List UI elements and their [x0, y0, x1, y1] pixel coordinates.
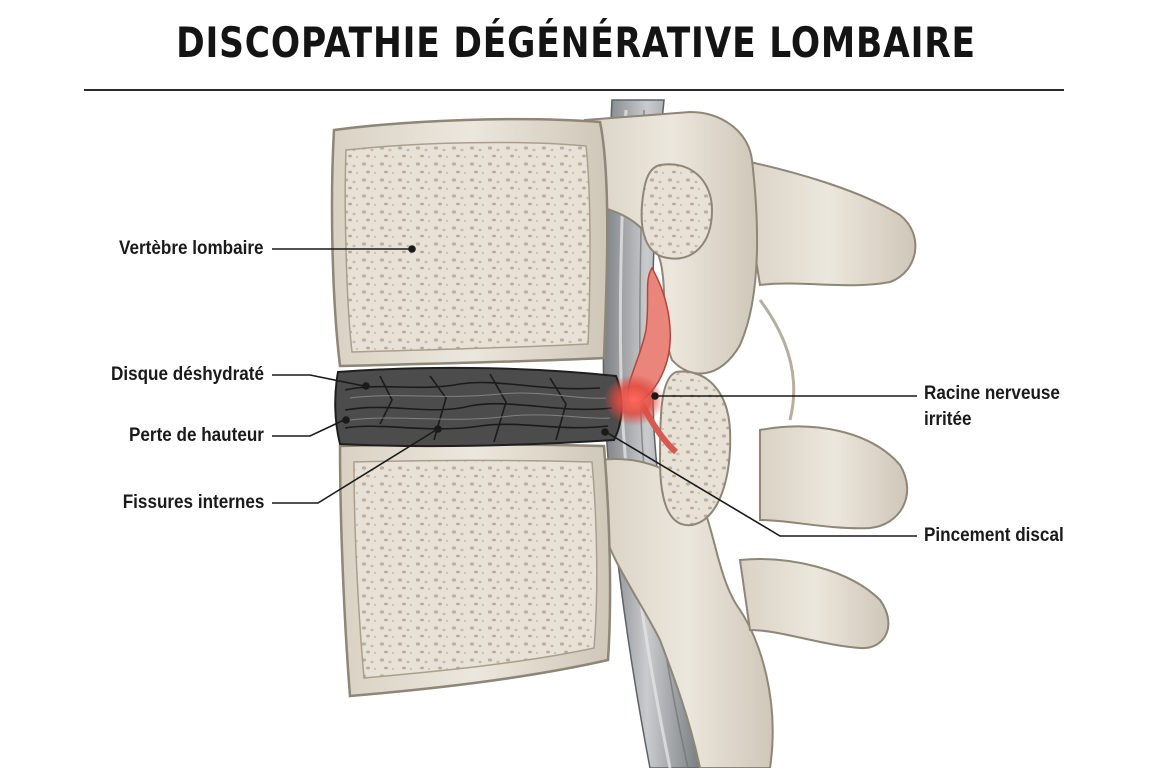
label-racine-nerveuse-line1: Racine nerveuse	[924, 383, 1060, 404]
label-perte-de-hauteur: Perte de hauteur	[129, 425, 264, 446]
upper-spinous-process	[738, 158, 917, 287]
leader-lines	[272, 245, 917, 537]
label-vertebre-lombaire: Vertèbre lombaire	[119, 238, 264, 259]
label-disque-deshydrate: Disque déshydraté	[111, 364, 264, 385]
upper-facet-joint	[640, 163, 714, 260]
title-underline	[84, 89, 1064, 91]
disc-fissures	[344, 373, 613, 443]
page-title: DISCOPATHIE DÉGÉNÉRATIVE LOMBAIRE	[176, 18, 976, 67]
label-fissures-internes: Fissures internes	[122, 492, 264, 513]
label-pincement-discal: Pincement discal	[924, 525, 1064, 546]
lower-spinous-process	[759, 425, 909, 530]
label-racine-nerveuse-line2: irritée	[924, 409, 972, 430]
inflammation-glow	[604, 374, 664, 426]
articular-process	[738, 558, 890, 650]
